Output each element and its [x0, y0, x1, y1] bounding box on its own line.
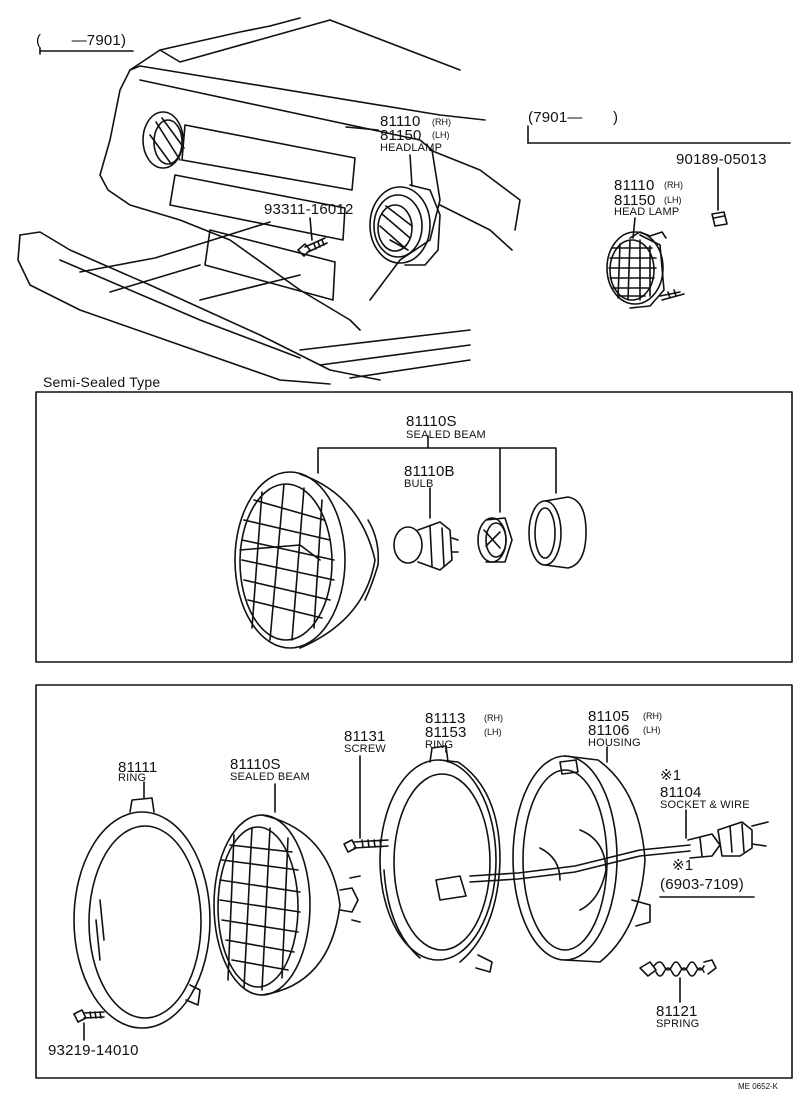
semi-sealed-bracket — [317, 447, 557, 494]
bolt-93219 — [73, 1009, 105, 1023]
socket-wire-connector — [687, 821, 769, 859]
bolt-93219-number: 93219-14010 — [48, 1042, 139, 1059]
period-label-top-right: (7901— ) — [528, 109, 619, 126]
ring-81111-name: RING — [118, 772, 147, 784]
lh-tag: (LH) — [432, 130, 450, 140]
exploded-box — [35, 684, 793, 1079]
housing-lh-number: 81106 — [588, 722, 630, 739]
headlamp-rh-number: 81110 — [380, 113, 421, 130]
rh-tag-3: (RH) — [484, 713, 503, 723]
rh-tag-2: (RH) — [664, 180, 683, 190]
screw-93311 — [297, 237, 328, 257]
sealed-beam-number: 81110S — [406, 413, 457, 430]
clip-number: 90189-05013 — [676, 151, 767, 168]
ring-81113 — [379, 745, 501, 973]
period-label-top-left: ( —7901) — [36, 32, 127, 49]
screw-93311-number: 93311-16012 — [264, 201, 354, 218]
sealed-beam-exploded-number: 81110S — [230, 756, 281, 773]
diagram-code: ME 0652-K — [738, 1082, 779, 1091]
note-mark-2: ※1 — [672, 857, 694, 874]
spring-81121 — [639, 959, 717, 977]
bulb-name: BULB — [404, 478, 434, 490]
bulb-number: 81110B — [404, 463, 455, 480]
clip-90189 — [711, 211, 728, 227]
screw-81131 — [343, 839, 389, 853]
head-lamp-name: HEAD LAMP — [614, 206, 680, 218]
headlamp-lh-number: 81150 — [380, 127, 422, 144]
cap-sleeve — [528, 496, 587, 569]
spring-name: SPRING — [656, 1018, 700, 1030]
sealed-beam-lamp — [234, 471, 380, 649]
lh-tag-3: (LH) — [484, 727, 502, 737]
lh-tag-2: (LH) — [664, 195, 682, 205]
socket-wire-number: 81104 — [660, 784, 702, 801]
note-mark-1: ※1 — [660, 767, 682, 784]
lh-tag-4: (LH) — [643, 725, 661, 735]
headlamp-unit-7901 — [606, 231, 685, 309]
semi-sealed-title: Semi-Sealed Type — [43, 374, 161, 390]
wire — [469, 844, 691, 877]
head-lamp-lh-number: 81150 — [614, 192, 656, 209]
bulb-81110b — [393, 521, 459, 571]
screw-81131-name: SCREW — [344, 743, 386, 755]
ring-81111-number: 81111 — [118, 759, 158, 776]
socket-wire-name: SOCKET & WIRE — [660, 799, 750, 811]
head-lamp-rh-number: 81110 — [614, 177, 655, 194]
housing-rh-number: 81105 — [588, 708, 630, 725]
headlamp-name: HEADLAMP — [380, 142, 443, 154]
spring-number: 81121 — [656, 1003, 698, 1020]
vehicle-front-body — [17, 17, 521, 385]
rh-tag-4: (RH) — [643, 711, 662, 721]
note-period: (6903-7109) — [660, 876, 744, 893]
ring-81153-number: 81153 — [425, 724, 467, 741]
housing-81105 — [512, 755, 651, 963]
socket-ring — [477, 517, 513, 563]
ring-81113-number: 81113 — [425, 710, 466, 727]
screw-81131-number: 81131 — [344, 728, 386, 745]
housing-name: HOUSING — [588, 737, 641, 749]
sealed-beam-exploded-name: SEALED BEAM — [230, 771, 310, 783]
ring-81113-name: RING — [425, 739, 454, 751]
sealed-beam-name: SEALED BEAM — [406, 429, 486, 441]
ring-81111 — [73, 797, 211, 1029]
sealed-beam-exploded — [213, 814, 361, 996]
rh-tag: (RH) — [432, 117, 451, 127]
semi-sealed-box — [35, 391, 793, 663]
